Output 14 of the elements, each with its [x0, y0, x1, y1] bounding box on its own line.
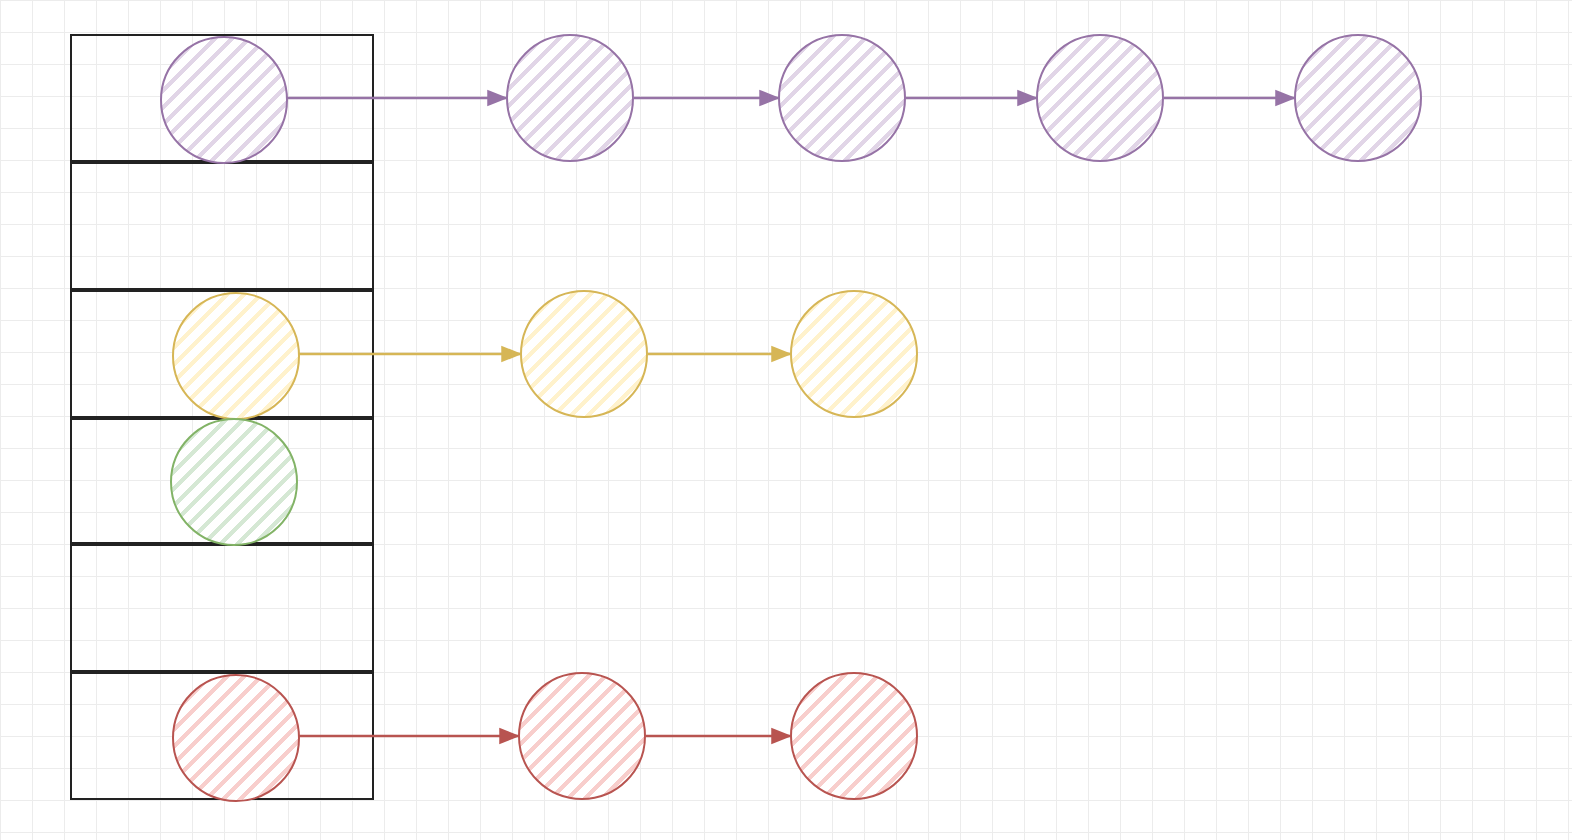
arrow	[906, 89, 1039, 107]
bucket-cell	[70, 290, 374, 418]
arrow	[648, 345, 793, 363]
arrow	[298, 345, 523, 363]
bucket-cell	[70, 162, 374, 290]
arrow	[286, 89, 509, 107]
bucket-cell	[70, 544, 374, 672]
bucket-cell	[70, 672, 374, 800]
arrow	[646, 727, 793, 745]
arrow	[634, 89, 781, 107]
bucket-cell	[70, 418, 374, 544]
arrow	[1164, 89, 1297, 107]
arrow	[298, 727, 521, 745]
bucket-cell	[70, 34, 374, 162]
